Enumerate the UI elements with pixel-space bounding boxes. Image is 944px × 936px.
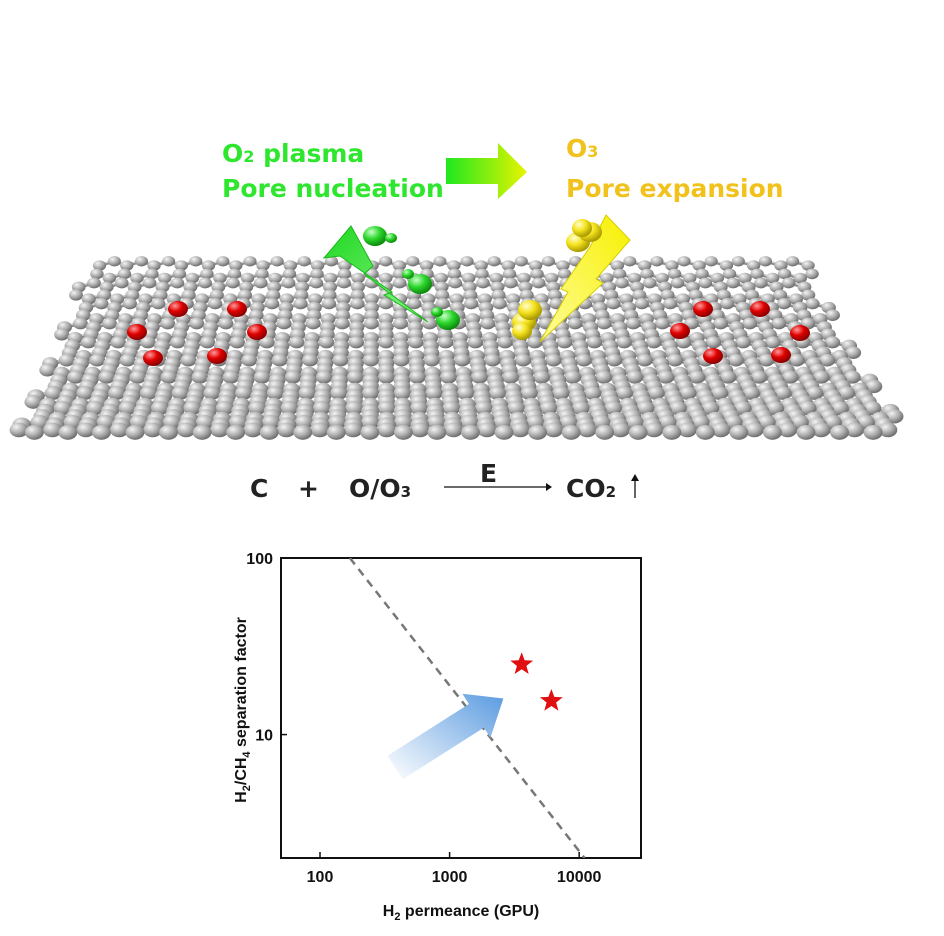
upper-bound-dashed-line [348,558,586,858]
x-axis-title: H2 permeance (GPU) [383,903,539,923]
pore-expansion-label: Pore expansion [566,174,784,203]
data-point-star [510,652,534,674]
o2-plasma-lightning-icon [322,225,429,323]
reactant-carbon: C [250,474,268,503]
performance-improvement-arrow-icon [387,693,504,780]
graphene-sheet [9,256,904,440]
separation-chart: 100 1000 10000 10 100 H2 permeance (GPU) H2/… [233,551,642,923]
o2-plasma-label: O2 plasma [222,139,364,168]
process-arrow-icon [446,143,527,199]
y-tick-label: 10 [255,728,273,745]
x-tick-label: 1000 [432,869,468,886]
plot-frame [280,557,642,859]
reaction-equation: C + O/O3 E CO2 [250,459,639,503]
data-point-star [539,689,563,711]
gas-evolution-arrow-icon [631,474,639,498]
reactant-oxygen-ozone: O/O3 [349,474,411,503]
plus-sign: + [298,474,319,503]
ozone-species-yellow [512,219,602,340]
y-tick-label: 100 [246,551,273,568]
x-tick-label: 100 [307,869,334,886]
reaction-condition: E [480,459,497,488]
pore-nucleation-label: Pore nucleation [222,174,444,203]
oxygen-species-green [363,226,460,330]
x-tick-label: 10000 [557,869,602,886]
y-axis-title: H2/CH4 separation factor [233,617,253,803]
o3-label: O3 [566,134,598,163]
o3-lightning-icon [539,214,631,343]
product-co2: CO2 [566,474,616,503]
defect-oxygen-atoms [127,301,810,366]
